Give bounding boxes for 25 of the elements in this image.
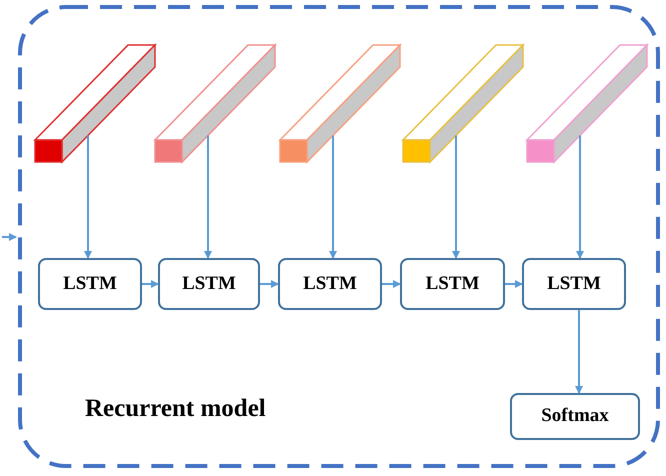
- arrow: [576, 135, 584, 259]
- arrow: [329, 135, 337, 259]
- box-label: LSTM: [182, 272, 236, 296]
- process-box: [158, 258, 260, 310]
- container-title: Recurrent model: [85, 394, 266, 424]
- arrow: [2, 233, 17, 241]
- arrow: [84, 135, 92, 259]
- process-box: [522, 258, 626, 310]
- process-box: [400, 258, 505, 310]
- box-label: LSTM: [303, 272, 357, 296]
- box-label: LSTM: [426, 272, 480, 296]
- arrow: [204, 135, 212, 259]
- arrow: [382, 280, 401, 288]
- box-label: Softmax: [541, 404, 609, 428]
- box-label: LSTM: [63, 272, 117, 296]
- process-box: [278, 258, 382, 310]
- process-box: [510, 393, 640, 440]
- arrow: [260, 280, 279, 288]
- arrow: [575, 310, 583, 394]
- dashed-container: [18, 5, 660, 468]
- arrow: [142, 280, 159, 288]
- arrow: [505, 280, 523, 288]
- box-label: LSTM: [547, 272, 601, 296]
- arrow: [452, 135, 460, 259]
- process-box: [38, 258, 142, 310]
